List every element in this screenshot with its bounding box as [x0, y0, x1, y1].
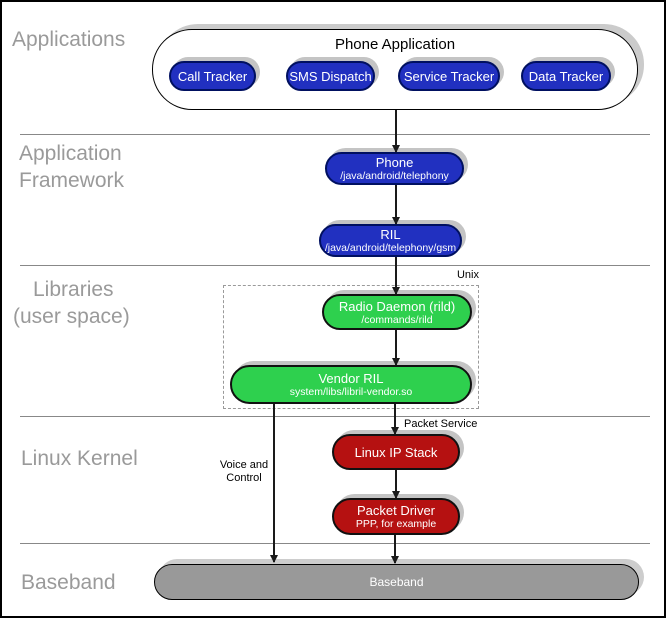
ril-node: RIL /java/android/telephony/gsm: [319, 224, 462, 257]
phone-node-subtitle: /java/android/telephony: [340, 170, 449, 182]
unix-label: Unix: [456, 269, 479, 281]
voice-and-control-label-line1: Voice and: [219, 459, 269, 471]
voice-and-control-label: Voice and Control: [207, 459, 281, 485]
section-label-application-framework-line1: Application: [19, 142, 122, 165]
arrow-apps-to-phone: [392, 110, 400, 153]
app-pill-sms-dispatch: SMS Dispatch: [286, 61, 375, 91]
app-pill-service-tracker: Service Tracker: [398, 61, 500, 91]
phone-node-title: Phone: [375, 155, 414, 170]
app-pill-call-tracker-label: Call Tracker: [177, 68, 248, 84]
radio-daemon-subtitle: /commands/rild: [361, 313, 433, 326]
voice-and-control-label-line2: Control: [226, 472, 262, 484]
baseband-node-label: Baseband: [369, 575, 424, 589]
linux-ip-stack-title: Linux IP Stack: [354, 444, 438, 460]
divider-libraries-kernel: [20, 416, 650, 417]
arrow-packet-driver-to-baseband: [391, 535, 399, 564]
arrow-phone-to-ril: [392, 185, 400, 225]
section-label-application-framework-line2: Framework: [19, 169, 125, 192]
divider-kernel-baseband: [20, 543, 650, 544]
vendor-ril-subtitle: system/libs/libril-vendor.so: [289, 386, 413, 398]
packet-driver-title: Packet Driver: [356, 503, 436, 518]
app-pill-data-tracker: Data Tracker: [521, 61, 611, 91]
packet-driver-subtitle: PPP, for example: [355, 518, 437, 530]
app-pill-service-tracker-label: Service Tracker: [403, 68, 495, 84]
arrow-radio-daemon-to-vendor-ril: [392, 330, 400, 366]
linux-ip-stack-node: Linux IP Stack: [332, 434, 460, 470]
app-pill-sms-dispatch-label: SMS Dispatch: [289, 68, 372, 84]
ril-node-title: RIL: [380, 227, 401, 242]
ril-node-subtitle: /java/android/telephony/gsm: [324, 242, 457, 254]
divider-framework-libraries: [20, 265, 650, 266]
vendor-ril-title: Vendor RIL: [318, 371, 384, 386]
arrow-ip-stack-to-packet-driver: [392, 470, 400, 499]
section-label-baseband: Baseband: [21, 571, 116, 594]
packet-service-label: Packet Service: [404, 418, 478, 430]
vendor-ril-node: Vendor RIL system/libs/libril-vendor.so: [230, 365, 472, 404]
arrow-voice-control-to-baseband: [270, 404, 278, 563]
phone-application-container: Phone Application Call Tracker SMS Dispa…: [152, 29, 638, 110]
section-label-libraries-line2: (user space): [13, 305, 130, 328]
packet-driver-node: Packet Driver PPP, for example: [332, 498, 460, 535]
section-label-application-framework: Application Framework: [19, 140, 124, 194]
radio-daemon-node: Radio Daemon (rild) /commands/rild: [322, 294, 472, 330]
divider-applications-framework: [20, 134, 650, 135]
app-pill-data-tracker-label: Data Tracker: [528, 68, 604, 84]
section-label-applications: Applications: [12, 28, 126, 51]
phone-application-title: Phone Application: [334, 36, 456, 53]
section-label-linux-kernel: Linux Kernel: [21, 447, 138, 470]
app-pill-call-tracker: Call Tracker: [169, 61, 256, 91]
arrow-ril-to-radio-daemon: [392, 257, 400, 295]
phone-node: Phone /java/android/telephony: [325, 152, 464, 185]
unix-dashed-box: [223, 285, 479, 409]
radio-daemon-title: Radio Daemon (rild): [338, 298, 456, 314]
baseband-node: Baseband: [154, 564, 639, 600]
arrow-packet-service-to-ip-stack: [391, 404, 399, 435]
section-label-libraries-line1: Libraries: [33, 278, 114, 301]
